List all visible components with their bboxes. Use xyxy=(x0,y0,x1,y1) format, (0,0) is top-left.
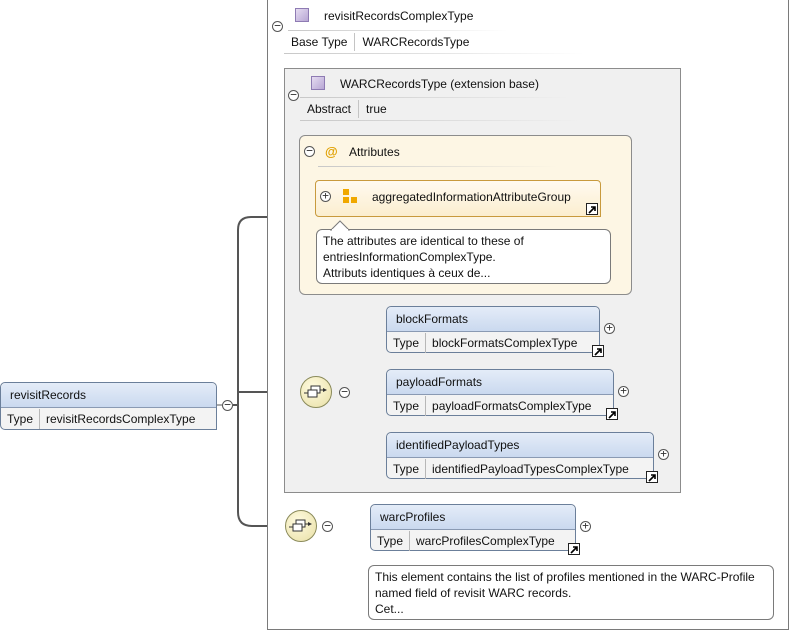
element-name: revisitRecords xyxy=(1,383,216,408)
attribute-group-icon xyxy=(343,189,357,205)
element-identifiedPayloadTypes[interactable]: identifiedPayloadTypes Type identifiedPa… xyxy=(386,432,658,483)
element-name: payloadFormats xyxy=(387,370,613,395)
type-value: revisitRecordsComplexType xyxy=(46,412,196,426)
divider xyxy=(284,53,584,54)
base-type-row: Base Type WARCRecordsType xyxy=(284,31,476,53)
type-label: Type xyxy=(387,459,427,479)
root-element-revisitRecords[interactable]: revisitRecords Type revisitRecordsComple… xyxy=(0,382,217,430)
warcProfiles-note: This element contains the list of profil… xyxy=(368,565,774,620)
attribute-group-name: aggregatedInformationAttributeGroup xyxy=(372,190,571,204)
expand-identifiedPayloadTypes-button[interactable]: + xyxy=(658,448,669,460)
link-arrow-icon[interactable] xyxy=(646,471,658,483)
collapse-complex-type-button[interactable]: − xyxy=(272,20,283,32)
collapse-sequence-button[interactable]: − xyxy=(339,386,350,398)
divider xyxy=(318,166,558,167)
note-line: Attributs identiques à ceux de... xyxy=(323,266,491,280)
divider xyxy=(300,120,580,121)
expand-payloadFormats-button[interactable]: + xyxy=(618,385,629,397)
note-pointer xyxy=(330,220,350,231)
divider xyxy=(288,30,508,31)
type-value: identifiedPayloadTypesComplexType xyxy=(432,462,629,476)
expand-warcProfiles-button[interactable]: + xyxy=(580,520,591,532)
collapse-root-button[interactable]: − xyxy=(222,399,233,411)
element-name: identifiedPayloadTypes xyxy=(387,433,653,458)
type-value: payloadFormatsComplexType xyxy=(432,399,592,413)
link-arrow-icon[interactable] xyxy=(586,203,598,215)
sequence-compositor-icon[interactable] xyxy=(300,376,332,408)
note-line: entriesInformationComplexType. xyxy=(323,250,496,264)
base-type-value: WARCRecordsType xyxy=(362,35,470,49)
expand-attribute-group-button[interactable]: + xyxy=(320,190,331,202)
element-name: blockFormats xyxy=(387,307,599,332)
expand-blockFormats-button[interactable]: + xyxy=(604,322,615,334)
attribute-at-icon: @ xyxy=(325,144,338,159)
element-blockFormats[interactable]: blockFormats Type blockFormatsComplexTyp… xyxy=(386,306,604,357)
type-label: Type xyxy=(387,333,427,353)
type-label: Type xyxy=(1,409,41,429)
link-arrow-icon[interactable] xyxy=(606,408,618,420)
note-line: Cet... xyxy=(375,602,404,616)
attributes-label: Attributes xyxy=(349,145,400,159)
type-label: Type xyxy=(371,531,411,551)
divider xyxy=(300,97,570,98)
collapse-extension-button[interactable]: − xyxy=(288,89,299,101)
extension-base-name: WARCRecordsType (extension base) xyxy=(340,77,539,91)
element-payloadFormats[interactable]: payloadFormats Type payloadFormatsComple… xyxy=(386,369,618,420)
type-value: warcProfilesComplexType xyxy=(416,534,555,548)
element-warcProfiles[interactable]: warcProfiles Type warcProfilesComplexTyp… xyxy=(370,504,580,555)
base-type-label: Base Type xyxy=(284,33,356,51)
complex-type-icon xyxy=(311,76,325,90)
complex-type-icon xyxy=(295,8,309,22)
collapse-attributes-button[interactable]: − xyxy=(304,145,315,157)
type-value: blockFormatsComplexType xyxy=(432,336,578,350)
note-line: The attributes are identical to these of xyxy=(323,234,524,248)
collapse-sequence-button[interactable]: − xyxy=(322,520,333,532)
note-line: This element contains the list of profil… xyxy=(375,570,755,584)
attributes-note: The attributes are identical to these of… xyxy=(316,229,611,284)
abstract-label: Abstract xyxy=(300,100,360,118)
sequence-compositor-icon[interactable] xyxy=(285,510,317,542)
attribute-group-box[interactable]: + aggregatedInformationAttributeGroup xyxy=(315,180,601,217)
link-arrow-icon[interactable] xyxy=(568,543,580,555)
link-arrow-icon[interactable] xyxy=(592,345,604,357)
complex-type-name: revisitRecordsComplexType xyxy=(324,9,474,23)
abstract-row: Abstract true xyxy=(300,98,394,120)
note-line: named field of revisit WARC records. xyxy=(375,586,572,600)
type-label: Type xyxy=(387,396,427,416)
element-name: warcProfiles xyxy=(371,505,575,530)
abstract-value: true xyxy=(366,102,387,116)
